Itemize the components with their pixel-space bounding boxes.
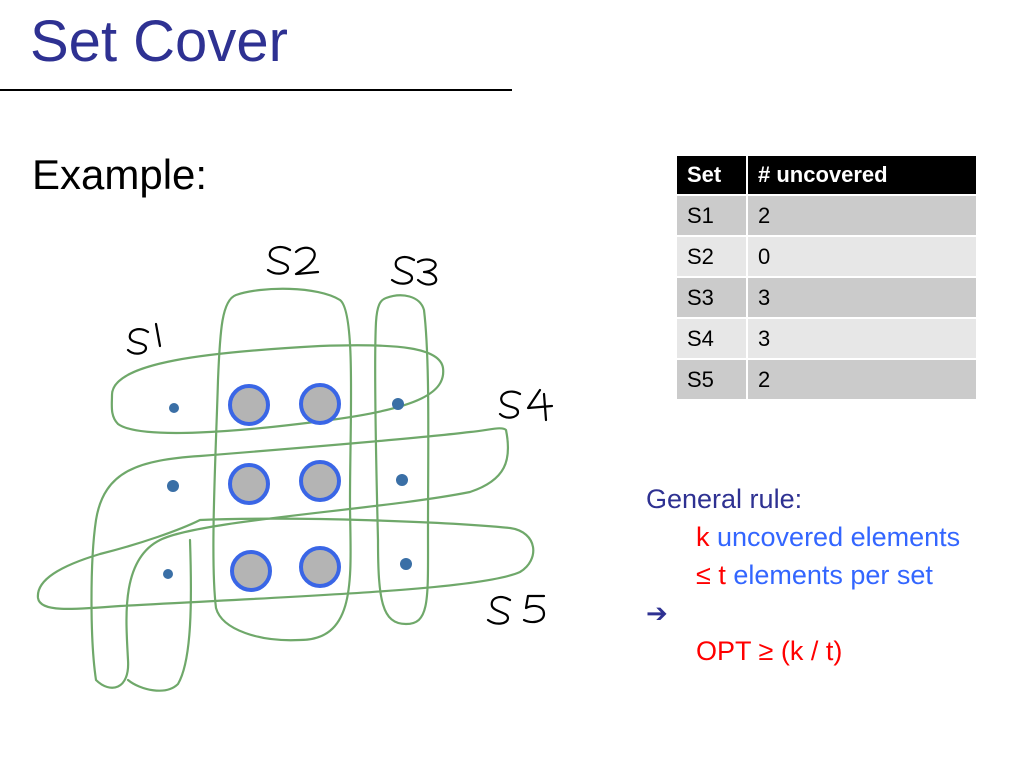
cell-set: S2	[677, 235, 748, 277]
big-element	[299, 383, 341, 425]
cell-uncovered: 2	[747, 194, 976, 236]
cell-set: S5	[677, 358, 748, 399]
set-s1-outline	[110, 344, 445, 435]
cell-uncovered: 2	[747, 358, 976, 399]
small-element	[400, 558, 412, 570]
cell-uncovered: 3	[747, 276, 976, 318]
table-row: S5 2	[677, 358, 976, 399]
column-header-uncovered: # uncovered	[747, 156, 976, 195]
table-row: S4 3	[677, 317, 976, 359]
rule-line-uncovered: k uncovered elements	[646, 518, 960, 556]
small-element	[169, 403, 179, 413]
rule-conclusion: OPT ≥ (k / t)	[696, 636, 843, 666]
uncovered-count-table: Set # uncovered S1 2 S2 0 S3 3 S4 3 S5 2	[677, 156, 976, 399]
slide-title: Set Cover	[30, 9, 288, 74]
big-element	[228, 384, 270, 426]
set-label-s4	[498, 388, 554, 422]
small-element	[396, 474, 408, 486]
column-header-set: Set	[677, 156, 748, 195]
rule-line-per-set: ≤ t elements per set	[646, 556, 960, 594]
cell-uncovered: 3	[747, 317, 976, 359]
title-underline	[0, 89, 512, 91]
small-element	[392, 398, 404, 410]
rule-text-uncovered: uncovered elements	[709, 522, 961, 552]
rule-var-k: k	[696, 522, 710, 552]
set-s2-outline	[212, 287, 353, 642]
example-label: Example:	[32, 151, 208, 198]
table-row: S1 2	[677, 194, 976, 236]
general-rule-heading: General rule:	[646, 484, 803, 514]
rule-text-per-set: elements per set	[725, 560, 933, 590]
cell-set: S4	[677, 317, 748, 359]
set-s5-outline	[36, 517, 535, 611]
set-label-s3	[390, 256, 438, 286]
big-element	[299, 546, 341, 588]
rule-var-t: ≤ t	[696, 560, 726, 590]
table-row: S3 3	[677, 276, 976, 318]
set-label-s5	[486, 594, 546, 625]
small-element	[167, 480, 179, 492]
set-label-s2	[266, 246, 320, 276]
table-header-row: Set # uncovered	[677, 156, 976, 195]
set-s3-outline	[374, 294, 430, 626]
implies-arrow-icon: ➔	[646, 598, 668, 628]
cell-uncovered: 0	[747, 235, 976, 277]
small-element	[163, 569, 173, 579]
cell-set: S3	[677, 276, 748, 318]
general-rule: General rule: k uncovered elements ≤ t e…	[646, 480, 960, 670]
big-element	[230, 550, 272, 592]
table-row: S2 0	[677, 235, 976, 277]
set-label-s1	[126, 322, 162, 355]
set-s4-lower-outline	[126, 538, 193, 692]
big-element	[299, 460, 341, 502]
set-s4-outline	[90, 427, 510, 689]
big-element	[228, 463, 270, 505]
cell-set: S1	[677, 194, 748, 236]
